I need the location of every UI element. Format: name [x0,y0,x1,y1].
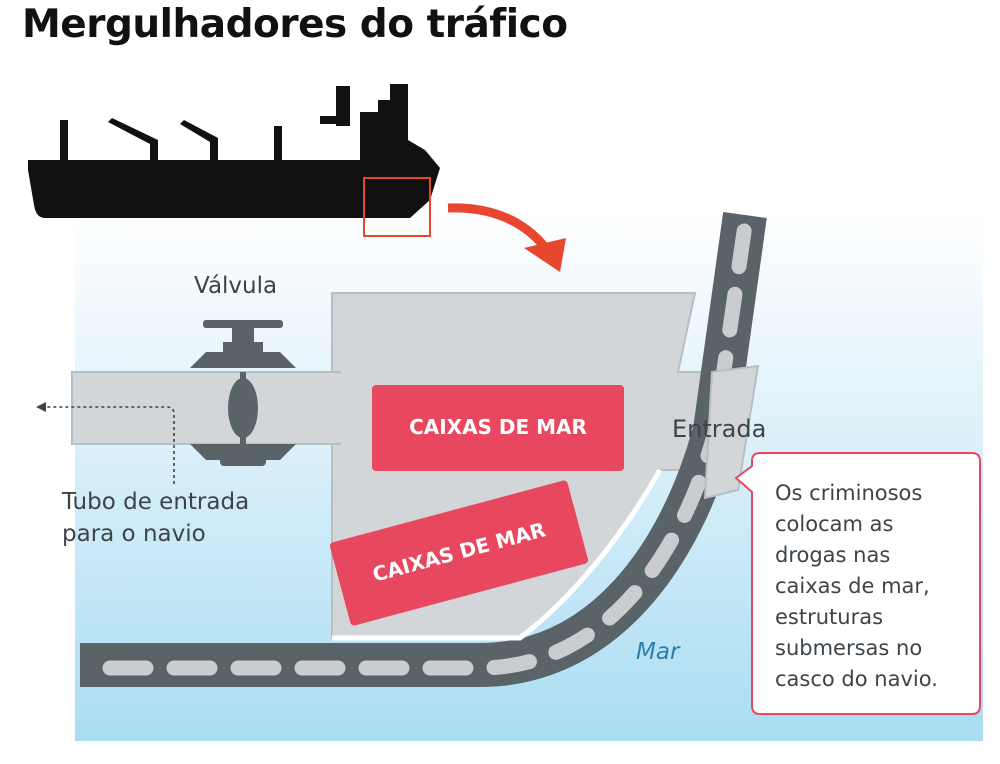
inlet-grille [703,364,760,500]
inlet-label: Entrada [672,415,767,443]
tube-label-line-2: para o navio [62,521,206,547]
sea-chest-box-1 [372,385,624,471]
valve-label: Válvula [194,273,278,299]
curved-arrow-icon [447,203,566,272]
tube-label-line-1: Tubo de entrada [62,489,250,515]
ship-silhouette-icon [28,84,440,218]
callout-line: caixas de mar, [775,574,930,598]
callout-line: drogas nas [775,543,891,567]
sea-label: Mar [636,639,680,665]
zoom-highlight [363,177,431,237]
sea-chest-label-1: CAIXAS DE MAR [409,415,587,439]
page-title: Mergulhadores do tráfico [22,2,568,47]
callout-line: casco do navio. [775,667,938,691]
valve-icon [190,320,296,466]
inlet-pipe [71,371,341,445]
callout-text: Os criminosos colocam as drogas nas caix… [775,478,975,695]
tube-label: Tubo de entrada para o navio [62,486,249,550]
callout-line: submersas no [775,636,923,660]
callout-line: colocam as [775,512,894,536]
sea-chest-box-2 [329,480,589,626]
hull-dashes [102,217,753,676]
callout-box [734,452,981,715]
callout-line: Os criminosos [775,481,923,505]
callout-line: estruturas [775,605,884,629]
